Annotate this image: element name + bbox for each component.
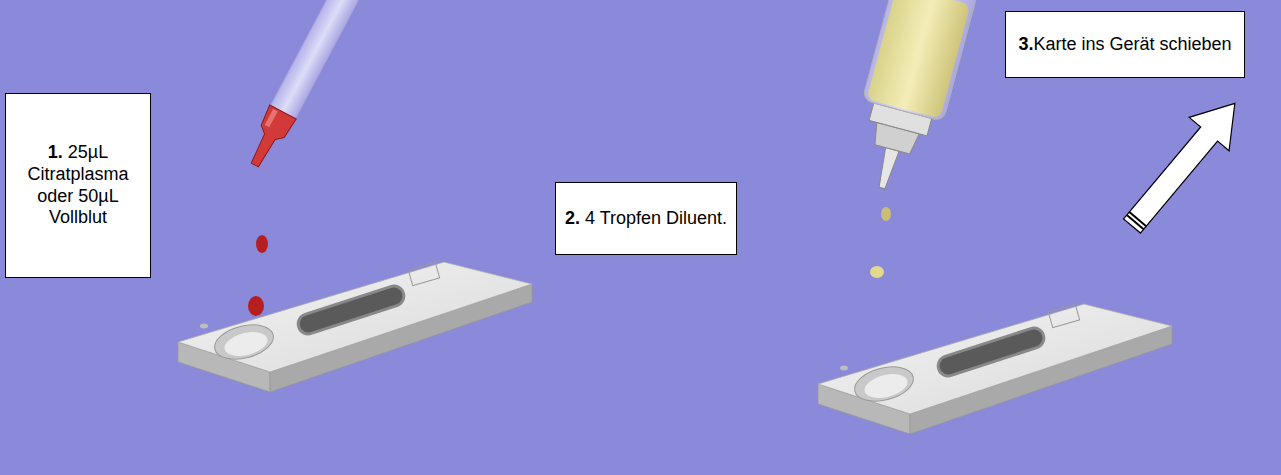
box-text: 1.25µL Citratplasma oder 50µL Vollblut	[14, 142, 142, 230]
step-text: 25µL Citratplasma oder 50µL Vollblut	[27, 142, 128, 228]
test-card	[818, 304, 1172, 434]
instruction-box: 3.Karte ins Gerät schieben	[1005, 11, 1245, 78]
diluent-drop	[870, 266, 884, 278]
blood-drop	[248, 296, 264, 316]
step-number: 3.	[1018, 34, 1033, 54]
step-text: Karte ins Gerät schieben	[1033, 34, 1231, 54]
dropper-bottle	[841, 0, 984, 199]
insert-arrow	[1112, 87, 1255, 243]
instruction-box: 1.25µL Citratplasma oder 50µL Vollblut	[5, 93, 151, 278]
step-number: 1.	[48, 142, 63, 162]
step-text: 4 Tropfen Diluent.	[585, 208, 727, 228]
test-card	[178, 262, 532, 392]
pipette	[242, 0, 419, 172]
instruction-box: 2.4 Tropfen Diluent.	[555, 182, 737, 255]
step-number: 2.	[565, 208, 580, 228]
blood-drop	[256, 235, 268, 253]
diluent-drop	[881, 207, 891, 221]
box-text: 3.Karte ins Gerät schieben	[1018, 34, 1231, 56]
box-text: 2.4 Tropfen Diluent.	[565, 208, 727, 230]
